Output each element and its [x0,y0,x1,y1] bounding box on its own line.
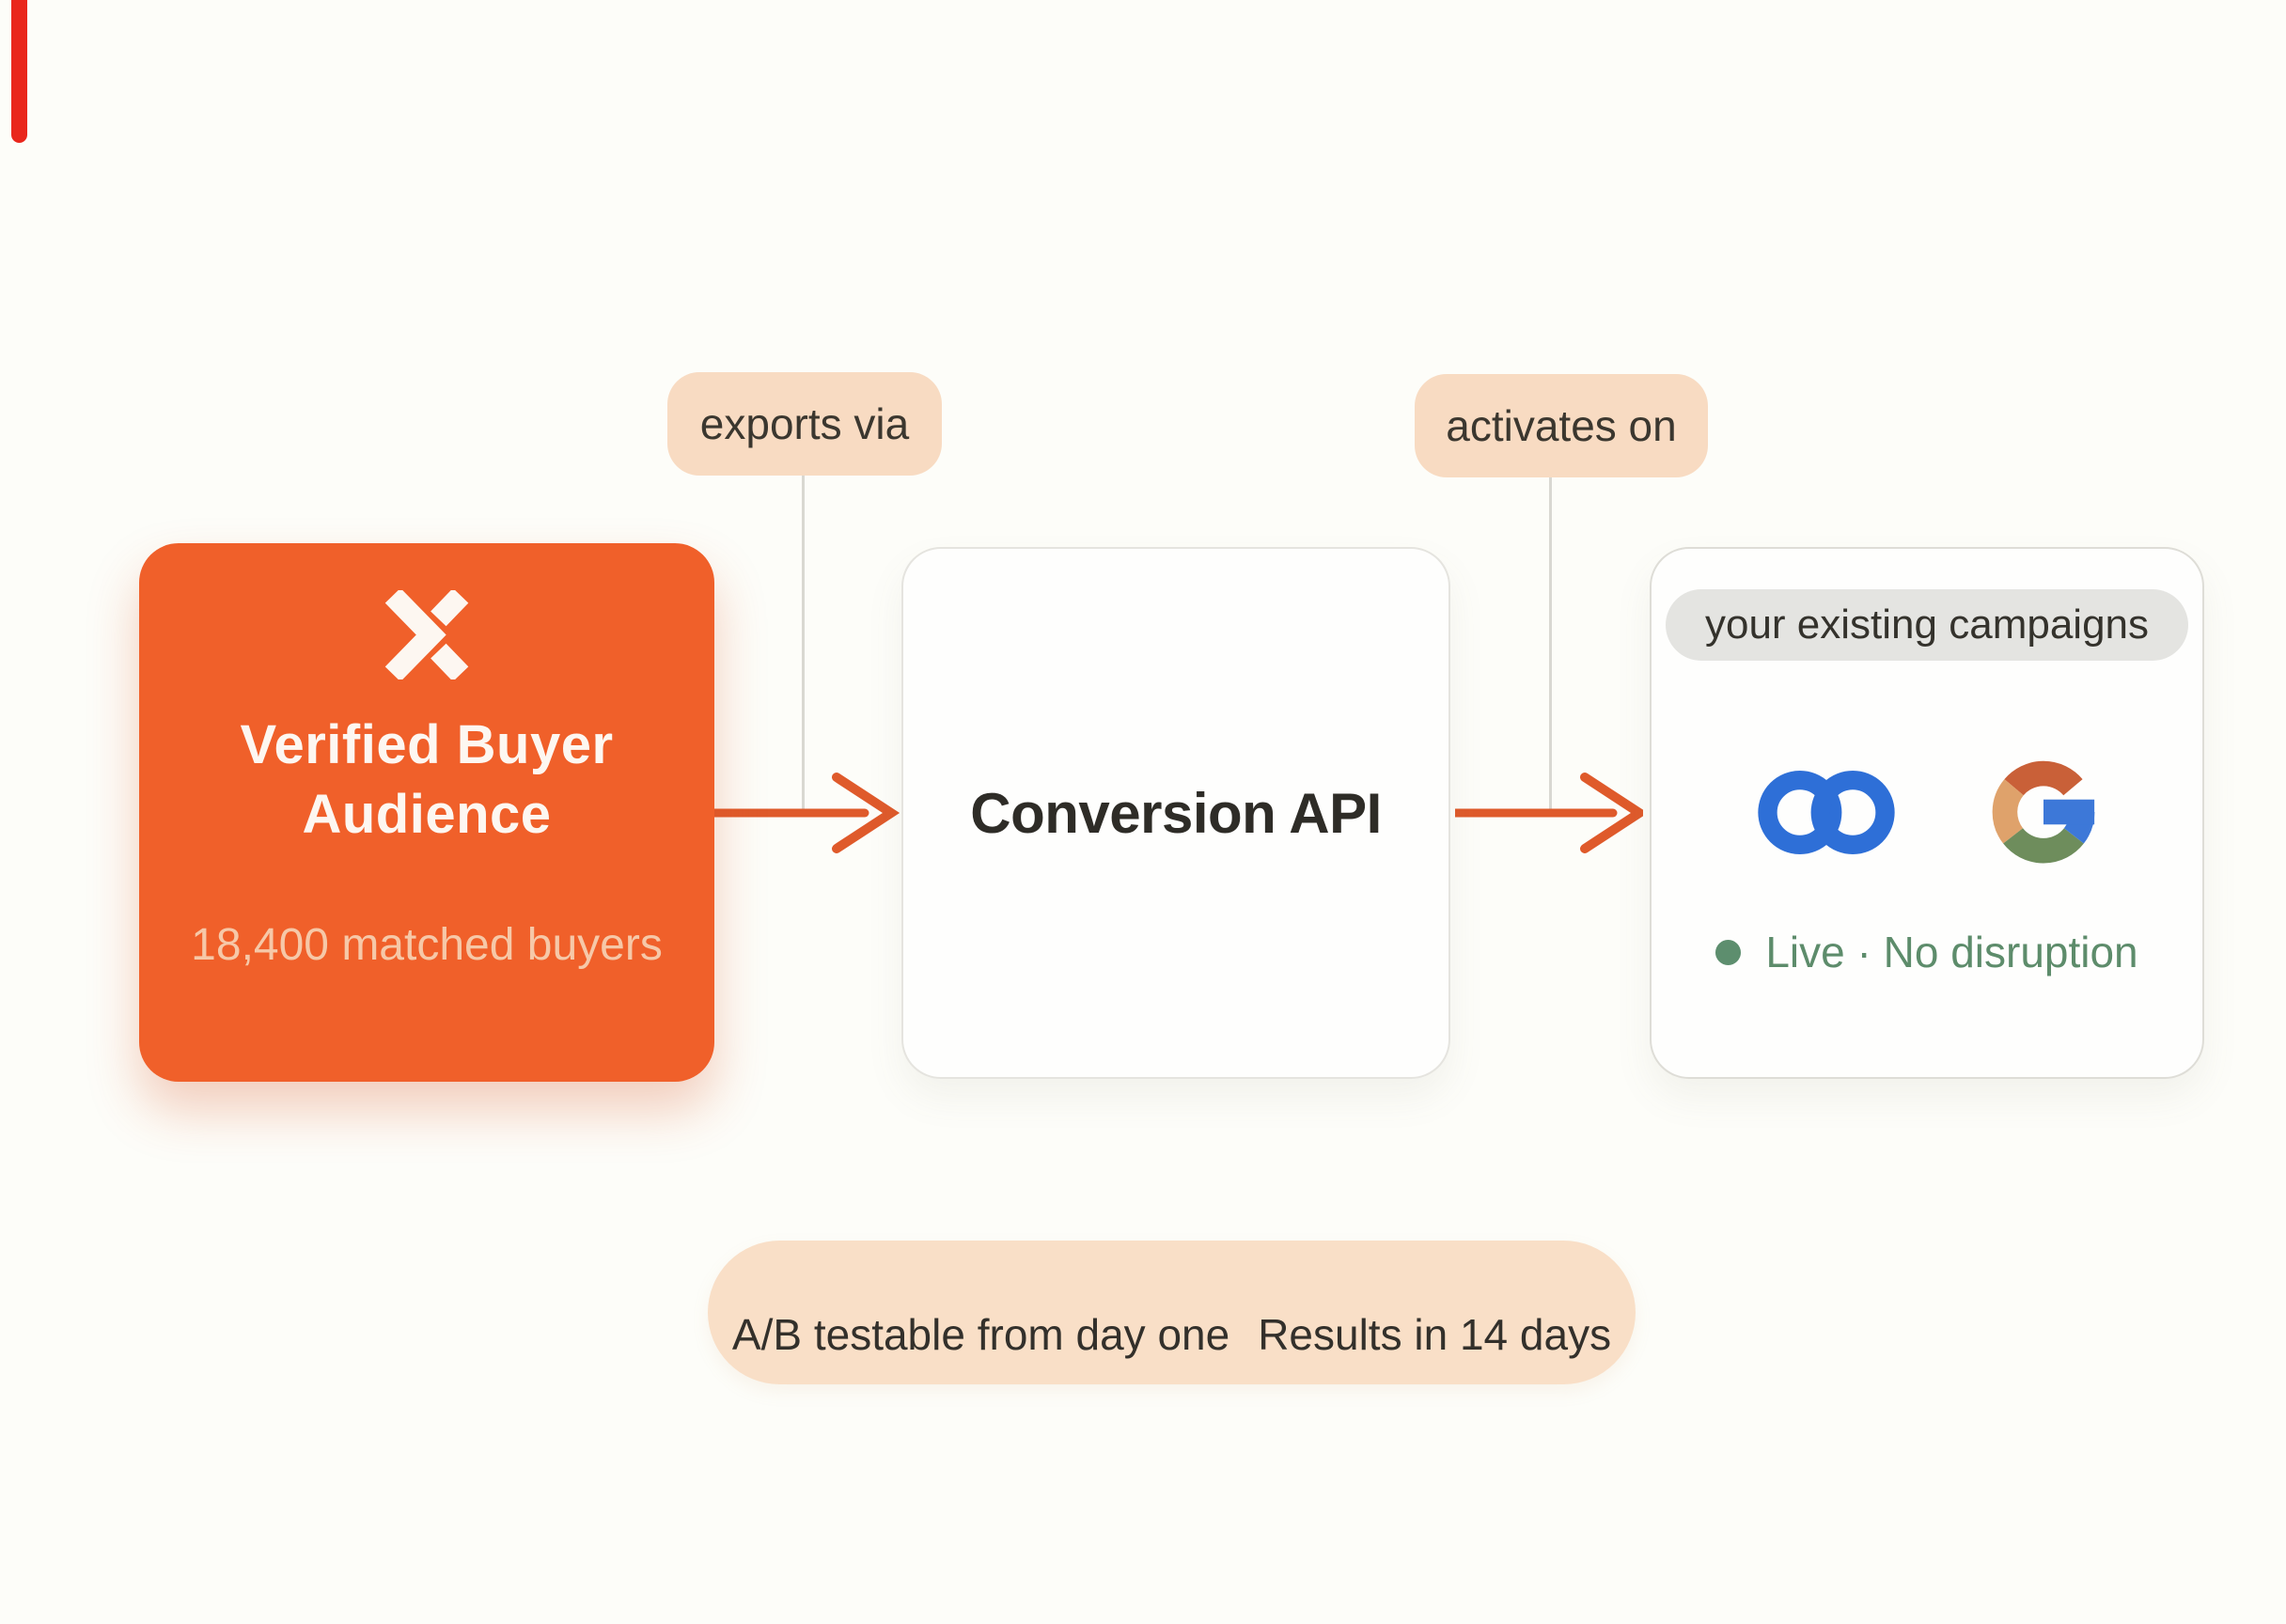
arrow-right-icon [712,773,900,853]
activates-on-pill: activates on [1415,374,1708,477]
footer-right-text: Results in 14 days [1258,1310,1612,1359]
campaigns-pill-label: your existing campaigns [1704,601,2150,648]
activates-on-label: activates on [1446,401,1677,450]
exports-via-pill: exports via [667,372,942,476]
connector-line-exports [802,476,805,810]
footer-left-text: A/B testable from day one [731,1310,1230,1359]
status-row: Live · No disruption [1652,927,2202,977]
verified-buyer-audience-card: Verified Buyer Audience 18,400 matched b… [139,543,714,1082]
x-logo-icon [384,590,469,679]
footer-benefits-pill: A/B testable from day one Results in 14 … [708,1241,1636,1384]
card-title-line2: Audience [302,784,552,846]
your-existing-campaigns-pill: your existing campaigns [1665,589,2189,661]
card-title-line1: Verified Buyer [240,714,614,775]
red-marker-bar [11,0,27,143]
platform-logos-row [1652,757,2202,867]
card-title: Verified Buyer Audience [139,710,714,850]
conversion-api-card: Conversion API [901,547,1450,1079]
connector-line-activates [1549,477,1552,810]
conversion-api-title: Conversion API [970,781,1382,845]
live-dot-icon [1715,939,1742,965]
exports-via-label: exports via [699,399,910,448]
arrow-right-icon [1455,773,1643,853]
matched-buyers-count: 18,400 matched buyers [191,920,663,970]
google-icon [1992,760,2095,864]
existing-campaigns-card: your existing campaigns Live · No disrup… [1650,547,2204,1079]
meta-icon [1758,770,1895,854]
status-text: Live · No disruption [1765,928,2138,976]
